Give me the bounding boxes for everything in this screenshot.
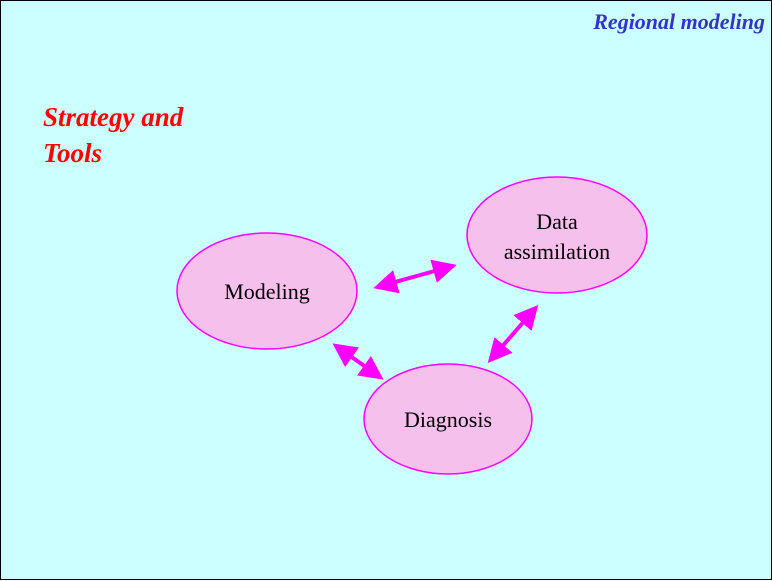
- node-data-assimilation: [466, 176, 648, 294]
- label-data-assimilation-line-2: assimilation: [503, 239, 611, 264]
- arrow-data-diagnosis: [487, 304, 539, 364]
- arrow-modeling-data: [373, 259, 457, 294]
- node-modeling: [176, 232, 358, 350]
- slide-header: Regional modeling: [593, 9, 765, 34]
- label-modeling: Modeling: [224, 279, 310, 304]
- label-data-assimilation-line-1: Data: [536, 209, 578, 234]
- label-data-assimilation: Data assimilation: [504, 207, 610, 267]
- slide-title: Strategy and Tools: [43, 99, 183, 171]
- title-line-1: Strategy and: [43, 102, 184, 132]
- arrow-modeling-diagnosis: [332, 343, 384, 380]
- title-line-2: Tools: [43, 138, 103, 168]
- node-diagnosis: [363, 363, 533, 475]
- label-diagnosis: Diagnosis: [404, 407, 492, 432]
